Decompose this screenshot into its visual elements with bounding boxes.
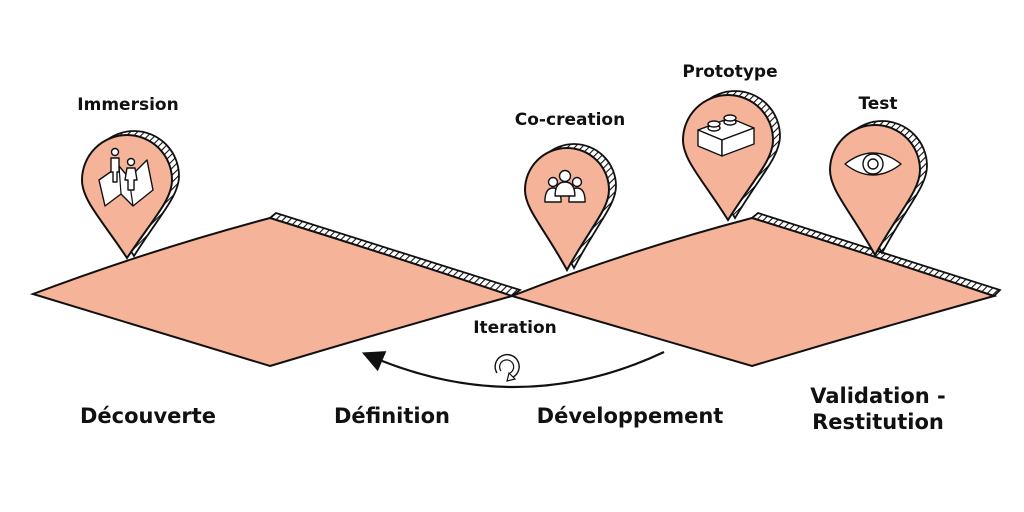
phase-label-validation-line1: Validation -	[810, 384, 946, 408]
pin-prototype	[681, 90, 781, 222]
pins	[80, 90, 928, 273]
phase-label-developpement: Développement	[536, 404, 724, 428]
phase-label-definition: Définition	[333, 404, 450, 428]
pin-immersion	[80, 130, 180, 260]
pin-label-immersion: Immersion	[77, 95, 179, 115]
phase-label-validation-line2: Restitution	[812, 410, 944, 434]
iteration-label: Iteration	[473, 318, 557, 338]
pin-body-cocreation	[523, 147, 611, 273]
pin-body-prototype	[681, 94, 775, 222]
pin-label-prototype: Prototype	[682, 62, 778, 82]
pin-cocreation	[523, 143, 617, 273]
left-diamond	[29, 216, 516, 368]
group-icon	[544, 169, 586, 203]
phase-label-decouverte: Découverte	[79, 404, 217, 428]
iteration-arrow	[361, 351, 665, 389]
diamonds	[29, 216, 998, 368]
phase-label-validation: Validation - Restitution	[788, 383, 968, 435]
pin-label-test: Test	[858, 94, 898, 114]
brick-icon	[697, 114, 755, 157]
cycle-arrow-icon	[494, 353, 520, 382]
pin-test	[828, 120, 928, 258]
right-diamond	[508, 216, 998, 368]
eye-icon	[844, 152, 902, 176]
people-map-icon	[98, 147, 154, 207]
pin-body-test	[828, 124, 922, 258]
pin-label-cocreation: Co-creation	[514, 110, 626, 130]
